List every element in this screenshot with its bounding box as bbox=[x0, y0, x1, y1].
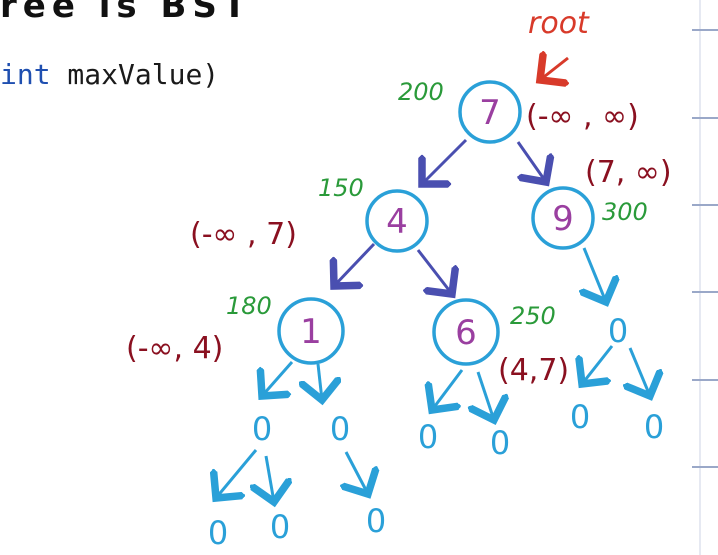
edge-4-1 bbox=[334, 242, 376, 286]
node-note: 300 bbox=[602, 198, 648, 226]
edge-leaf-a1 bbox=[216, 449, 258, 498]
code-line: int maxValue) bbox=[0, 58, 219, 91]
tree-node-1: 1 180 (-∞, 4) bbox=[126, 292, 345, 366]
edge-7-9 bbox=[516, 141, 546, 182]
edge-leaf-b1 bbox=[346, 451, 368, 494]
node-range: (-∞ , 7) bbox=[190, 217, 297, 252]
node-circle bbox=[365, 189, 429, 253]
node-circle bbox=[458, 80, 522, 144]
null-leaf: 0 bbox=[570, 398, 590, 436]
tree-node-6: 6 250 (4,7) bbox=[432, 298, 569, 388]
leaf-edges bbox=[216, 247, 650, 502]
null-leaf: 0 bbox=[490, 424, 510, 462]
edge-6-leaf-b bbox=[478, 371, 494, 420]
null-leaf: 0 bbox=[608, 312, 628, 350]
tree-node-4: 4 150 (-∞ , 7) bbox=[190, 174, 429, 253]
code-param: maxValue) bbox=[50, 58, 220, 91]
heading-text: ree is BST bbox=[0, 0, 253, 26]
null-leaf: 0 bbox=[366, 502, 386, 540]
node-range: (4,7) bbox=[498, 353, 569, 388]
edge-9-leaf bbox=[584, 247, 606, 302]
node-value: 9 bbox=[552, 199, 574, 239]
null-leaf: 0 bbox=[418, 418, 438, 456]
node-value: 6 bbox=[455, 313, 477, 353]
node-range: (-∞ , ∞) bbox=[526, 99, 639, 134]
node-circle bbox=[277, 297, 345, 365]
null-leaf: 0 bbox=[252, 410, 272, 448]
margin-ticks bbox=[692, 0, 718, 555]
tree-node-9: 9 300 (7, ∞) bbox=[531, 155, 672, 250]
node-value: 7 bbox=[479, 93, 501, 133]
node-value: 1 bbox=[300, 312, 322, 352]
node-note: 180 bbox=[226, 292, 272, 320]
edge-1-leaf-b bbox=[318, 363, 322, 400]
main-edges bbox=[334, 138, 546, 294]
null-leaf: 0 bbox=[208, 514, 228, 552]
node-circle bbox=[432, 298, 500, 366]
node-range: (-∞, 4) bbox=[126, 331, 223, 366]
null-leaf: 0 bbox=[330, 410, 350, 448]
edge-1-leaf-a bbox=[262, 361, 294, 396]
root-label: root bbox=[528, 6, 590, 41]
code-keyword: int bbox=[0, 58, 51, 91]
edge-4-6 bbox=[416, 249, 452, 294]
edge-7-4 bbox=[422, 138, 468, 184]
node-circle bbox=[531, 186, 595, 250]
node-note: 200 bbox=[398, 78, 444, 106]
null-leaf: 0 bbox=[270, 508, 290, 546]
edge-leaf-a2 bbox=[266, 455, 274, 502]
node-note: 150 bbox=[318, 174, 364, 202]
node-note: 250 bbox=[510, 302, 556, 330]
tree-node-7: 7 200 (-∞ , ∞) bbox=[398, 78, 639, 144]
null-leaf: 0 bbox=[644, 408, 664, 446]
node-value: 4 bbox=[386, 202, 408, 242]
root-arrow bbox=[540, 58, 568, 80]
edge-r-leaf-b bbox=[630, 347, 650, 396]
node-range: (7, ∞) bbox=[585, 155, 672, 190]
null-leaves: 0 0 0 0 0 0 0 0 0 0 bbox=[208, 312, 664, 552]
edge-r-leaf-a bbox=[582, 345, 614, 384]
edge-6-leaf-a bbox=[432, 369, 464, 410]
